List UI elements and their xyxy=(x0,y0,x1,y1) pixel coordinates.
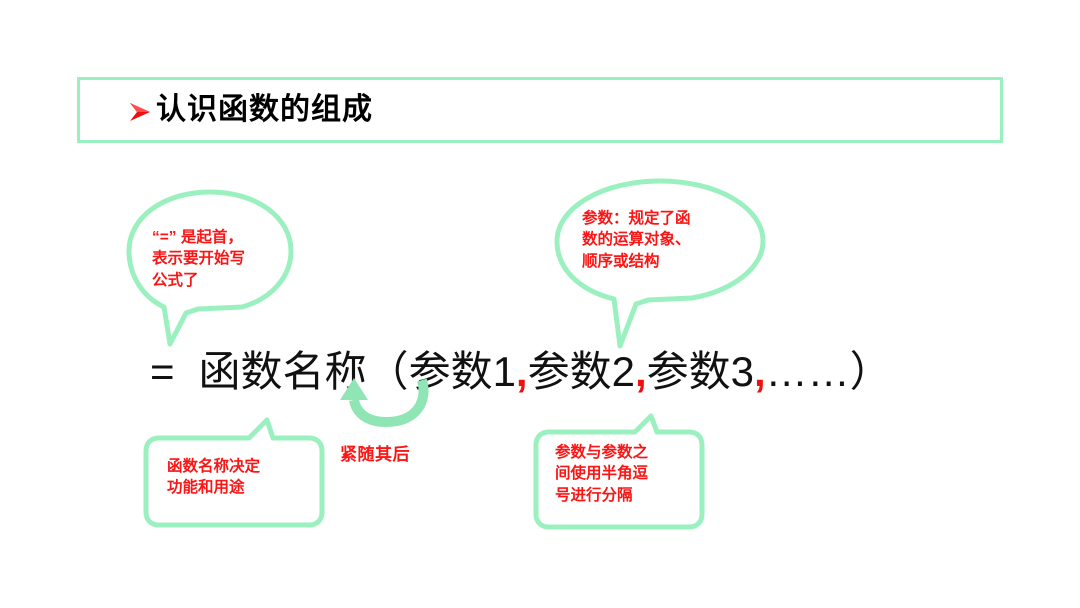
equals-callout: “=” 是起首， 表示要开始写 公式了 xyxy=(124,189,296,349)
curved-up-arrow-icon xyxy=(330,378,440,428)
function-name-callout-text: 函数名称决定 功能和用途 xyxy=(167,458,261,497)
formula-line: =函数名称（参数1,参数2,参数3,……） xyxy=(150,348,892,396)
comma-separator-callout: 参数与参数之 间使用半角逗 号进行分隔 xyxy=(531,413,707,532)
page-title: 认识函数的组成 xyxy=(156,93,373,126)
formula-open-paren: （ xyxy=(366,348,409,395)
slide-title-frame: 认识函数的组成 xyxy=(77,77,1003,143)
curved-arrow-label: 紧随其后 xyxy=(340,445,410,464)
formula-arg2: 参数2 xyxy=(527,348,635,395)
formula-comma-2: , xyxy=(634,348,647,395)
red-arrow-bullet-icon xyxy=(128,99,152,125)
formula-ellipsis: …… xyxy=(765,348,850,395)
parameters-callout-text: 参数：规定了函 数的运算对象、 顺序或结构 xyxy=(582,210,691,270)
parameters-callout: 参数：规定了函 数的运算对象、 顺序或结构 xyxy=(552,178,768,350)
function-name-callout: 函数名称决定 功能和用途 xyxy=(141,417,327,530)
formula-arg3: 参数3 xyxy=(646,348,754,395)
formula-comma-3: , xyxy=(753,348,766,395)
formula-function-name: 函数名称 xyxy=(198,348,367,395)
formula-equals: = xyxy=(150,348,175,395)
equals-callout-text: “=” 是起首， 表示要开始写 公式了 xyxy=(152,229,246,289)
formula-close-paren: ） xyxy=(849,348,892,395)
comma-separator-callout-text: 参数与参数之 间使用半角逗 号进行分隔 xyxy=(555,444,649,504)
formula-comma-1: , xyxy=(515,348,528,395)
